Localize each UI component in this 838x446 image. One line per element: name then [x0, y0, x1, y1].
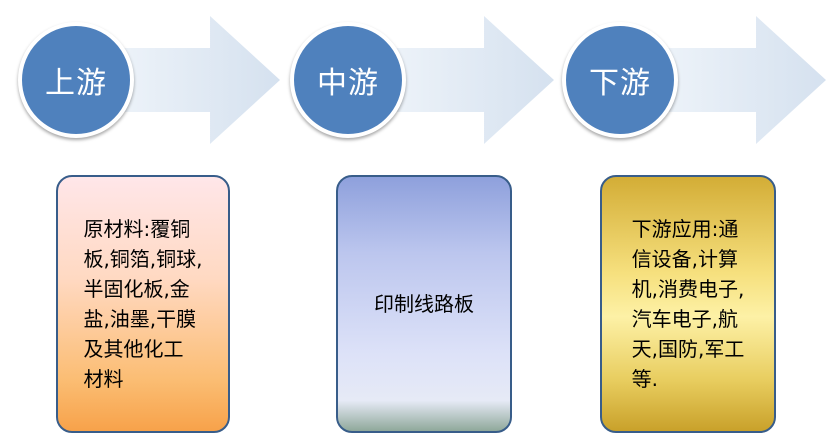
stage-description-upstream: 原材料:覆铜 板,铜箔,铜球, 半固化板,金 盐,油墨,干膜 及其他化工 材料 [83, 217, 203, 391]
stage-circle-upstream: 上游 [18, 22, 134, 138]
stage-box-downstream: 下游应用:通 信设备,计算 机,消费电子, 汽车电子,航 天,国防,军工 等. [600, 175, 776, 433]
stage-box-midstream: 印制线路板 [336, 175, 512, 433]
stage-circle-downstream: 下游 [562, 22, 678, 138]
stage-box-upstream: 原材料:覆铜 板,铜箔,铜球, 半固化板,金 盐,油墨,干膜 及其他化工 材料 [56, 175, 230, 433]
stage-description-downstream: 下游应用:通 信设备,计算 机,消费电子, 汽车电子,航 天,国防,军工 等. [631, 217, 745, 391]
stage-label-upstream: 上游 [45, 66, 107, 101]
stage-label-downstream: 下游 [589, 66, 651, 101]
stage-description-midstream: 印制线路板 [374, 292, 474, 316]
stage-circle-midstream: 中游 [290, 22, 406, 138]
stage-label-midstream: 中游 [317, 66, 379, 101]
